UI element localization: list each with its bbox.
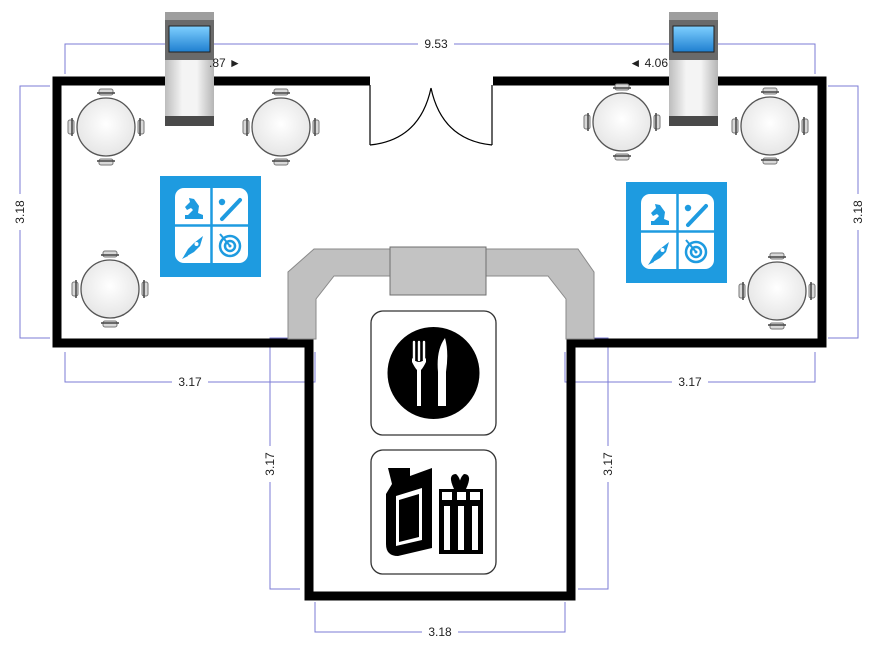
round-table-icon [731,87,809,165]
dimension-top: 9.53 [424,37,448,51]
kiosk-icon [668,11,719,127]
round-table-icon [67,88,145,166]
dimension-labels: 9.53 .87 ► ◄ 4.06 3.18 3.18 3.17 3.17 3.… [12,36,866,640]
fork-knife-icon [370,310,497,436]
dimension-stem-left: 3.17 [263,452,277,476]
kiosk-icon [164,11,215,127]
games-icon [158,174,263,279]
dimension-stem-right: 3.17 [601,452,615,476]
double-door [369,85,493,146]
walls [52,76,827,601]
dimension-kiosk-left: .87 ► [209,56,241,70]
round-table-icon [738,252,816,330]
dimension-kiosk-right: ◄ 4.06 [629,56,668,70]
service-counter [287,246,595,340]
round-table-icon [583,83,661,161]
dimension-lower-left: 3.17 [178,375,202,389]
round-table-icon [242,88,320,166]
dimension-lower-right: 3.17 [678,375,702,389]
dimension-bottom: 3.18 [428,625,452,639]
dimension-left: 3.18 [13,200,27,224]
dimension-right: 3.18 [851,200,865,224]
round-table-icon [71,250,149,328]
gift-shop-icon [370,449,497,575]
games-icon [624,180,729,285]
